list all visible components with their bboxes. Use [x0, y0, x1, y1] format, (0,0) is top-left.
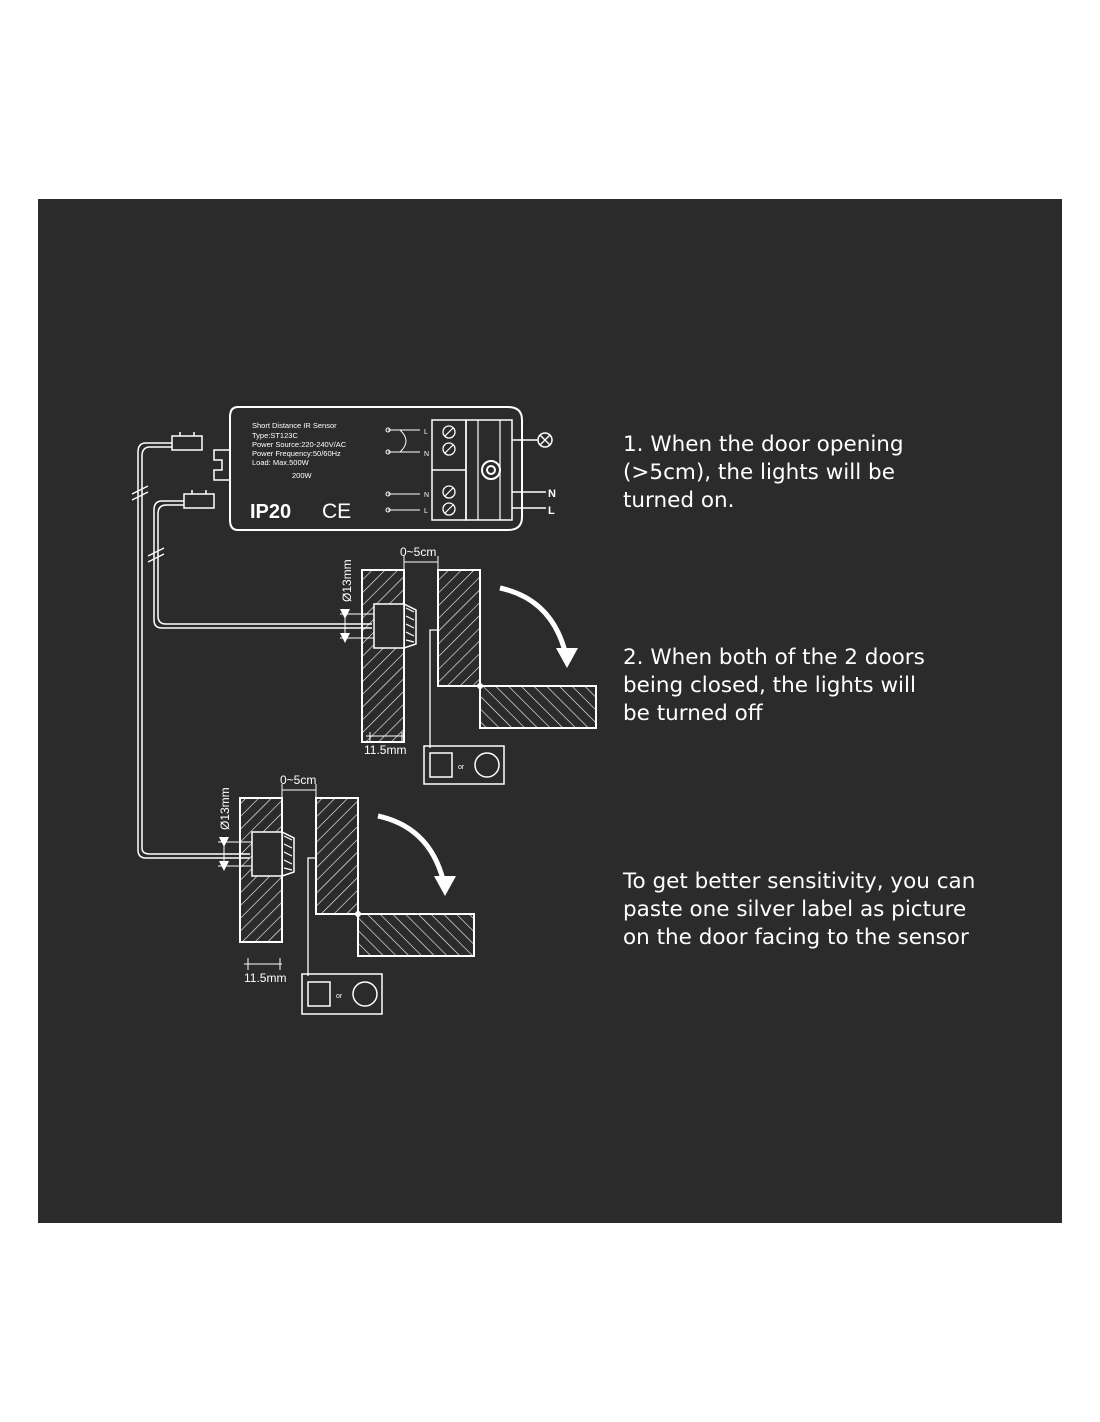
spec-line-4: Power Frequency:50/60Hz [252, 449, 341, 458]
instruction-door-open: 1. When the door opening (>5cm), the lig… [623, 432, 904, 513]
terminal-bottom-n: N [424, 492, 429, 499]
mains-l-label: L [548, 505, 555, 517]
sensor-controller-box [213, 406, 553, 531]
instruction-silver-label: To get better sensitivity, you can paste… [623, 869, 976, 950]
depth-label-1: 11.5mm [364, 743, 406, 757]
or-label-2: or [336, 993, 343, 1000]
diameter-label-1: Ø13mm [340, 559, 354, 602]
diameter-label-2: Ø13mm [218, 787, 232, 830]
spec-line-2: Type:ST123C [252, 431, 298, 440]
sensor-cables [131, 432, 372, 859]
spec-line-5: Load: Max.500W [252, 458, 310, 467]
sensor-spec-label: Short Distance IR Sensor Type:ST123C Pow… [250, 421, 556, 523]
spec-line-6: 200W [292, 471, 313, 480]
instruction-doors-closed: 2. When both of the 2 doors being closed… [623, 645, 925, 726]
depth-label-2: 11.5mm [244, 971, 286, 985]
ip-rating: IP20 [250, 501, 291, 523]
gap-label-2: 0~5cm [280, 773, 316, 787]
terminal-top-l: L [424, 429, 428, 436]
or-label-1: or [458, 764, 465, 771]
door-diagram-1: 0~5cm Ø13mm 11.5mm or [340, 545, 597, 785]
door-diagram-2: 0~5cm Ø13mm 11.5mm or [218, 773, 475, 1015]
mains-n-label: N [548, 488, 556, 500]
ce-mark: CE [322, 500, 351, 523]
gap-label-1: 0~5cm [400, 545, 436, 559]
terminal-top-n: N [424, 451, 429, 458]
spec-line-3: Power Source:220-240V/AC [252, 440, 347, 449]
spec-line-1: Short Distance IR Sensor [252, 421, 337, 430]
terminal-bottom-l: L [424, 508, 428, 515]
